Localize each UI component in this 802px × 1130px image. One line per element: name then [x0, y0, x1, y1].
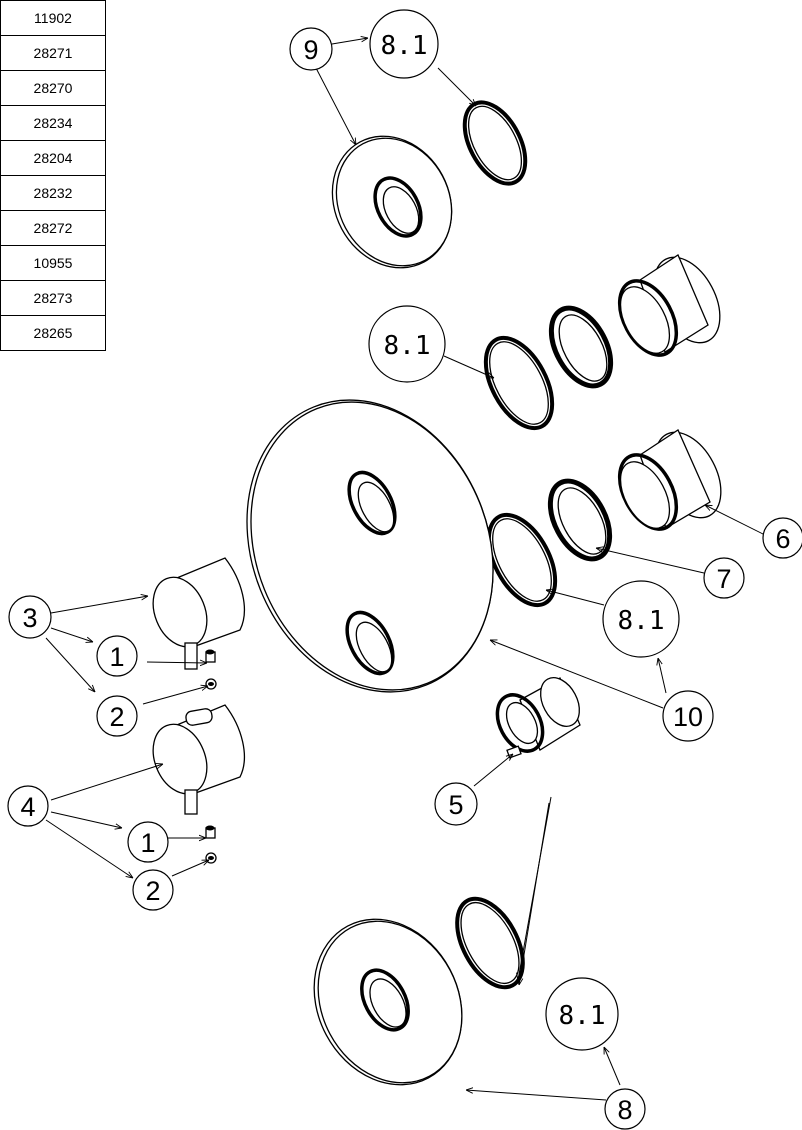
callout-7: 7	[703, 557, 745, 599]
table-row: 28204	[0, 140, 106, 176]
callout-2-upper: 2	[96, 695, 138, 737]
svg-text:9: 9	[303, 35, 318, 65]
part-number-cell: 28273	[0, 280, 106, 316]
callout-8-1-bottom: 8.1	[545, 977, 619, 1051]
part-number-cell: 28204	[0, 140, 106, 176]
callout-8-1-top: 8.1	[369, 9, 439, 79]
table-row: 28270	[0, 70, 106, 106]
callout-6: 6	[762, 517, 802, 559]
svg-text:4: 4	[20, 792, 35, 822]
svg-text:7: 7	[716, 564, 731, 594]
callout-1-upper: 1	[96, 635, 138, 677]
bottom-o-ring-part	[455, 896, 525, 990]
lower-bushing-part	[617, 429, 722, 531]
table-row: 10955	[0, 245, 106, 281]
upper-o-ring-part	[483, 335, 555, 431]
diverter-part	[495, 677, 581, 759]
callout-1-lower: 1	[127, 821, 169, 863]
svg-text:10: 10	[673, 702, 703, 732]
table-row: 28271	[0, 35, 106, 71]
svg-text:8.1: 8.1	[384, 331, 431, 361]
table-row: 28265	[0, 315, 106, 351]
callout-2-lower: 2	[132, 869, 174, 911]
upper-ring-part	[548, 305, 614, 389]
callout-9: 9	[289, 27, 333, 71]
cover-plate-part	[246, 399, 494, 693]
part-number-cell: 28234	[0, 105, 106, 141]
svg-text:2: 2	[145, 876, 160, 906]
part-number-cell: 11902	[0, 0, 106, 36]
part-number-cell: 28271	[0, 35, 106, 71]
svg-text:1: 1	[109, 642, 124, 672]
callout-10: 10	[662, 690, 714, 742]
svg-text:8.1: 8.1	[559, 1001, 606, 1031]
svg-text:1: 1	[140, 828, 155, 858]
svg-text:8.1: 8.1	[618, 606, 665, 636]
upper-handle-part	[152, 557, 246, 690]
part-number-cell: 28232	[0, 175, 106, 211]
callout-8-1-mid: 8.1	[368, 305, 446, 383]
callout-4: 4	[7, 785, 49, 827]
upper-bushing-part	[617, 254, 721, 357]
svg-text:2: 2	[109, 702, 124, 732]
table-row: 28273	[0, 280, 106, 316]
svg-text:6: 6	[775, 524, 790, 554]
table-row: 28232	[0, 175, 106, 211]
part-number-cell: 28270	[0, 70, 106, 106]
lower-handle-part	[152, 704, 246, 864]
callout-5: 5	[434, 782, 478, 826]
top-o-ring-part	[462, 100, 528, 186]
callout-8-1-right: 8.1	[602, 580, 680, 658]
lower-o-ring-part	[486, 512, 558, 608]
lower-ring-part	[547, 478, 613, 562]
callout-3: 3	[8, 595, 52, 639]
top-escutcheon-part	[331, 135, 453, 269]
leader-lines	[45, 38, 766, 1101]
svg-text:3: 3	[22, 603, 37, 633]
part-number-cell: 10955	[0, 245, 106, 281]
svg-text:8.1: 8.1	[381, 31, 428, 61]
svg-text:5: 5	[448, 790, 463, 820]
callout-8: 8	[604, 1088, 646, 1130]
table-row: 28234	[0, 105, 106, 141]
part-number-cell: 28265	[0, 315, 106, 351]
bottom-escutcheon-part	[313, 918, 463, 1086]
table-row: 11902	[0, 0, 106, 36]
svg-text:8: 8	[617, 1095, 632, 1125]
